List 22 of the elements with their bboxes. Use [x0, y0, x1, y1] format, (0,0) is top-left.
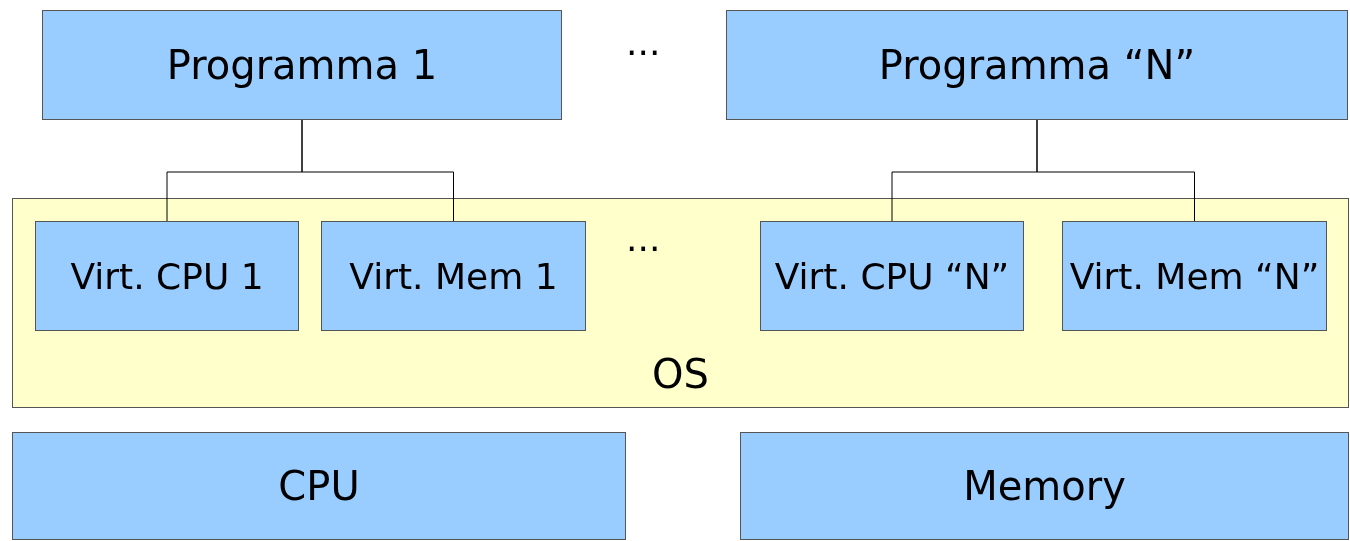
os-layer-band [12, 198, 1349, 408]
box-label: Programma 1 [166, 42, 438, 88]
connector-line [1036, 119, 1195, 222]
component-box [35, 221, 299, 331]
connector-line [301, 119, 454, 222]
component-box [760, 221, 1024, 331]
box-label: Virt. Mem 1 [349, 255, 558, 297]
box-label: Virt. CPU 1 [70, 255, 264, 297]
box-label: CPU [278, 463, 360, 509]
box-label: Virt. Mem “N” [1069, 255, 1320, 297]
ellipsis-text: ... [626, 22, 661, 63]
component-box [740, 432, 1349, 540]
box-label: Virt. CPU “N” [774, 255, 1010, 297]
component-box [321, 221, 586, 331]
component-box [42, 10, 562, 120]
box-label: Programma “N” [878, 42, 1196, 88]
component-box [1062, 221, 1327, 331]
component-box [726, 10, 1348, 120]
ellipsis-text: ... [626, 218, 661, 259]
box-label: Memory [963, 463, 1126, 509]
box-label: OS [652, 351, 709, 397]
component-box [12, 432, 626, 540]
